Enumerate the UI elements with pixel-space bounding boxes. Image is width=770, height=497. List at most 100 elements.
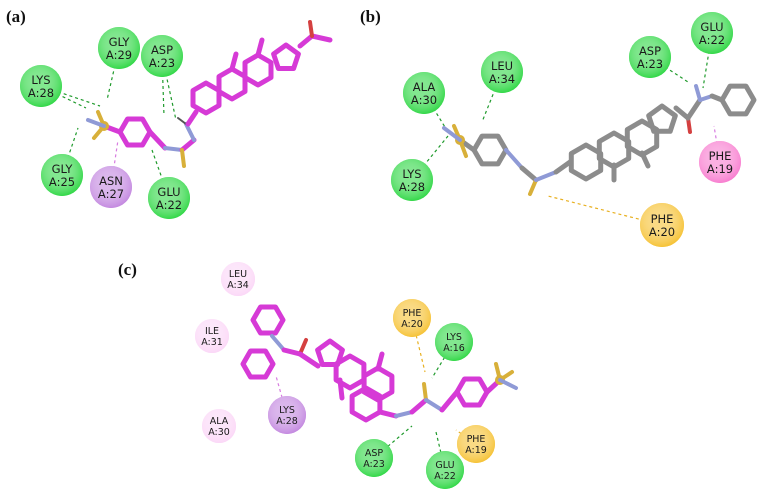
residue-id: A:19 <box>707 162 733 176</box>
ligand-bond-19 <box>442 126 462 142</box>
panel-label-c: (c) <box>118 260 137 279</box>
residue-id: A:23 <box>363 459 385 470</box>
ligand-bond-12 <box>309 33 333 43</box>
residue-name: ASN <box>99 174 123 188</box>
residue-disc-shade <box>41 154 83 196</box>
ligand-bond-34 <box>281 347 303 357</box>
interaction-line-2 <box>161 55 177 121</box>
ligand-bond-37 <box>377 409 399 419</box>
residue-id: A:16 <box>443 343 465 354</box>
ligand-bond-27 <box>685 97 703 121</box>
residue-id: A:34 <box>489 72 515 86</box>
residue-disc-shade <box>691 12 733 54</box>
residue-disc-shade <box>98 27 140 69</box>
residue-id: A:20 <box>401 319 423 330</box>
residue-name: ALA <box>210 416 229 427</box>
residue-disc-shade <box>268 396 306 434</box>
ligand-ring-4 <box>271 42 301 71</box>
ligand-bond-41 <box>424 398 444 412</box>
panel-label-a: (a) <box>6 7 26 26</box>
ligand-ring-5 <box>471 133 509 167</box>
residue-name: PHE <box>467 434 486 445</box>
residue-name: GLY <box>52 162 74 176</box>
ligand-bond-15 <box>229 51 239 72</box>
ligand-bond-46 <box>498 378 518 390</box>
residue-disc-shade <box>435 323 473 361</box>
ligand-bond-14 <box>255 37 265 58</box>
ligand-ring-16 <box>349 385 383 423</box>
ligand-structures <box>86 20 757 423</box>
residue-name: ALA <box>413 80 436 94</box>
residue-id: A:30 <box>208 427 230 438</box>
residue-id: A:28 <box>28 86 54 100</box>
residue-name: LEU <box>229 269 247 280</box>
ligand-bond-20 <box>504 148 524 170</box>
ligand-bond-40 <box>422 382 428 402</box>
interaction-line-1 <box>161 55 165 117</box>
ligand-bond-31 <box>639 150 651 169</box>
residue-disc-shade <box>90 166 132 208</box>
ligand-bond-6 <box>179 137 197 153</box>
residue-name: PHE <box>651 212 674 226</box>
residue-id: A:25 <box>49 175 75 189</box>
ligand-ring-11 <box>250 304 286 336</box>
ligand-bond-1 <box>147 129 168 151</box>
ligand-bond-48 <box>375 351 385 372</box>
ligand-ring-1 <box>190 80 222 116</box>
residue-disc-shade <box>355 439 393 477</box>
residue-disc-shade <box>393 299 431 337</box>
residue-disc-shade <box>481 51 523 93</box>
residue-disc-shade <box>640 203 684 247</box>
ligand-bond-45 <box>498 370 514 382</box>
residue-id: A:22 <box>434 471 456 482</box>
ligand-ring-6 <box>568 142 604 182</box>
residue-name: LYS <box>279 405 295 416</box>
ligand-bond-7 <box>180 148 186 168</box>
residue-name: PHE <box>403 308 422 319</box>
residue-name: LEU <box>491 59 513 73</box>
ligand-ring-7 <box>596 130 632 170</box>
residue-disc-shade <box>195 319 229 353</box>
residue-id: A:22 <box>699 33 725 47</box>
residue-disc-shade <box>20 65 62 107</box>
ligand-bond-5 <box>163 146 184 152</box>
residue-id: A:28 <box>399 180 425 194</box>
ligand-bond-13 <box>308 20 314 38</box>
residue-id: A:30 <box>411 93 437 107</box>
residue-id: A:22 <box>156 198 182 212</box>
ligand-bond-18 <box>458 138 468 158</box>
residue-name: ILE <box>205 326 219 337</box>
ligand-ring-3 <box>242 52 274 88</box>
residue-name: ASP <box>365 448 384 459</box>
ligand-bond-39 <box>409 397 429 415</box>
ligand-bond-10 <box>185 109 199 127</box>
residue-disc-shade <box>148 177 190 219</box>
residue-name: GLU <box>157 185 180 199</box>
ligand-bond-44 <box>494 362 502 382</box>
residue-disc-shade <box>221 262 255 296</box>
ligand-ring-9 <box>646 103 678 134</box>
ligand-bond-9 <box>177 117 187 125</box>
residue-disc-shade <box>699 141 741 183</box>
ligand-bond-24 <box>553 159 573 175</box>
residue-id: A:23 <box>149 56 175 70</box>
residue-id: A:23 <box>637 57 663 71</box>
ligand-bond-3 <box>92 124 106 140</box>
residue-name: ASP <box>151 43 173 57</box>
ligand-bond-38 <box>394 410 414 418</box>
